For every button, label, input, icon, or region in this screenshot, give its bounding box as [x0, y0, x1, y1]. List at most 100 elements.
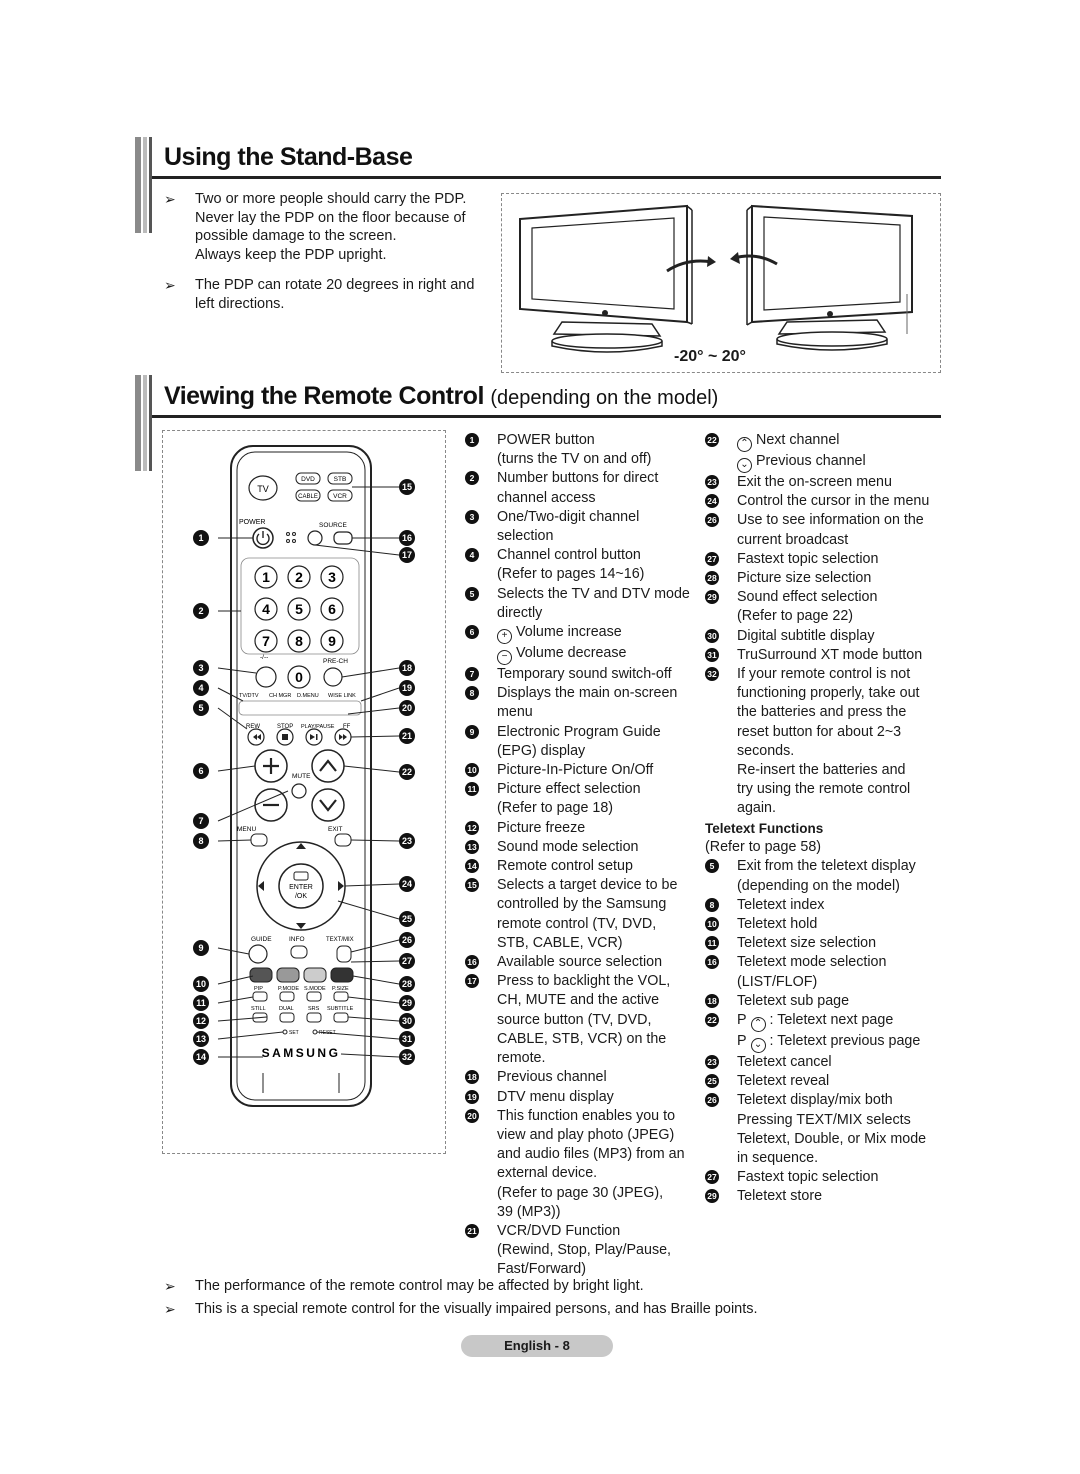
item-number-badge: 10: [465, 763, 479, 778]
svg-text:CH MGR: CH MGR: [269, 693, 291, 699]
page-number: English - 8: [461, 1335, 613, 1357]
item-text-line: channel access: [497, 489, 596, 506]
list-item: 10 Picture-In-Picture On/Off: [465, 761, 695, 780]
callout-30: 30: [399, 1013, 415, 1029]
item-number-badge: 6: [465, 625, 479, 640]
svg-text:TEXT/MIX: TEXT/MIX: [326, 937, 354, 943]
svg-text:2: 2: [295, 569, 303, 585]
callout-32: 32: [399, 1049, 415, 1065]
svg-text:PIP: PIP: [254, 986, 263, 992]
callout-29: 29: [399, 995, 415, 1011]
callout-1: 1: [193, 530, 209, 546]
item-text-line: Available source selection: [497, 954, 663, 971]
list-item: 6+Volume increase−Volume decrease: [465, 623, 695, 666]
svg-text:CABLE: CABLE: [298, 494, 318, 500]
item-number-badge: 2: [465, 471, 479, 486]
section-bar-1c: [149, 137, 152, 233]
section-bar-2b: [143, 375, 147, 471]
item-number-badge: 27: [705, 1170, 719, 1185]
item-text-line: Picture-In-Picture On/Off: [497, 762, 654, 779]
item-text-line: Selects the TV and DTV mode: [497, 585, 690, 602]
callout-17: 17: [399, 547, 415, 563]
rotation-label: -20° ~ 20°: [674, 348, 746, 365]
item-text-line: POWER button: [497, 432, 595, 448]
svg-text:STOP: STOP: [277, 724, 293, 730]
item-text-line: Teletext mode selection: [737, 954, 887, 971]
item-text-line: Teletext display/mix both: [737, 1092, 893, 1109]
item-text-line: (Refer to pages 14~16): [497, 566, 645, 583]
callout-20: 20: [399, 700, 415, 716]
svg-text:PLAY/PAUSE: PLAY/PAUSE: [301, 724, 335, 730]
item-number-badge: 32: [705, 667, 719, 682]
svg-text:SOURCE: SOURCE: [319, 522, 347, 529]
item-number-badge: 5: [705, 859, 719, 874]
item-number-badge: 26: [705, 513, 719, 528]
item-number-badge: 31: [705, 647, 719, 662]
tv-rotation-illustration: [519, 204, 913, 353]
svg-text:POWER: POWER: [239, 519, 265, 526]
item-text-line: in sequence.: [737, 1150, 819, 1167]
item-text-line: ⌄Previous channel: [737, 452, 945, 473]
svg-text:4: 4: [262, 601, 270, 617]
svg-text:STILL: STILL: [251, 1006, 266, 1012]
svg-text:1: 1: [262, 569, 270, 585]
arrow-bullet-icon: ➢: [164, 1278, 176, 1294]
tv-label: TV: [257, 484, 269, 494]
item-text-line: and audio files (MP3) from an: [497, 1146, 685, 1163]
remote-control-illustration: TV DVD STB CABLE VCR POWER SOURCE 1 2 3 …: [217, 445, 400, 1107]
svg-text:PRE-CH: PRE-CH: [323, 658, 348, 665]
tv-rotation-figure: [501, 193, 941, 373]
item-number-badge: 11: [705, 936, 719, 951]
item-number-badge: 4: [465, 548, 479, 563]
callout-2: 2: [193, 603, 209, 619]
svg-text:8: 8: [295, 633, 303, 649]
svg-text:SET: SET: [289, 1030, 299, 1036]
section-title-remote: Viewing the Remote Control (depending on…: [164, 382, 719, 410]
callout-11: 11: [193, 995, 209, 1011]
svg-text:INFO: INFO: [289, 936, 305, 943]
item-text-line: current broadcast: [737, 531, 849, 548]
svg-text:MENU: MENU: [237, 826, 256, 833]
item-text-line: external device.: [497, 1165, 598, 1182]
item-number-badge: 24: [705, 494, 719, 509]
callout-7: 7: [193, 813, 209, 829]
item-text-line: TruSurround XT mode button: [737, 646, 923, 663]
callout-27: 27: [399, 953, 415, 969]
item-text-line: (EPG) display: [497, 742, 586, 759]
callout-28: 28: [399, 976, 415, 992]
svg-text:EXIT: EXIT: [328, 826, 342, 833]
item-text-line: Picture effect selection: [497, 781, 641, 798]
item-text-line: (LIST/FLOF): [737, 973, 818, 990]
item-number-badge: 29: [705, 590, 719, 605]
item-text-line: Teletext index: [737, 896, 825, 913]
section-subtitle: (depending on the model): [490, 387, 719, 409]
item-text-line: Fast/Forward): [497, 1261, 586, 1278]
svg-text:WISE LINK: WISE LINK: [328, 693, 356, 699]
callout-24: 24: [399, 876, 415, 892]
minus-circle-icon: −: [497, 650, 512, 666]
tv-left: [519, 204, 716, 353]
item-text-line: Use to see information on the: [737, 512, 924, 529]
section-rule-2: [152, 415, 941, 418]
item-text-line: Digital subtitle display: [737, 627, 875, 644]
svg-text:FF: FF: [343, 724, 351, 730]
item-text-line: Picture size selection: [737, 570, 872, 587]
item-number-badge: 27: [705, 551, 719, 566]
item-text-line: STB, CABLE, VCR): [497, 934, 623, 951]
